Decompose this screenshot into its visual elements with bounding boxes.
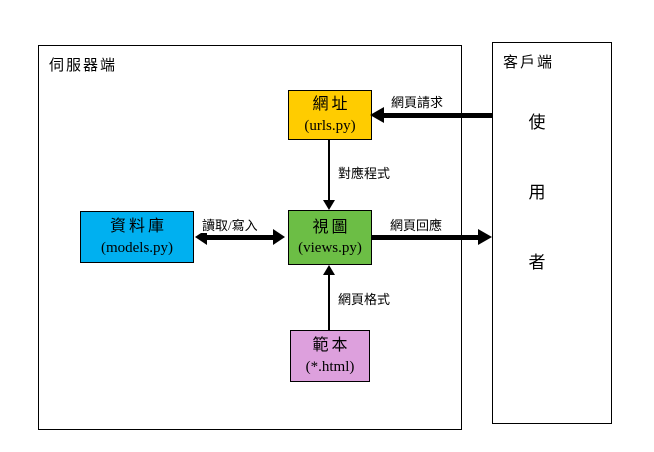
models-node-title: 資料庫 — [109, 218, 167, 236]
client-panel: 客戶端 使 用 者 — [492, 42, 612, 424]
models-node: 資料庫 (models.py) — [80, 211, 194, 263]
user-char-1: 使 — [528, 113, 546, 132]
request-arrow-label: 網頁請求 — [389, 95, 446, 110]
read-write-arrowhead-right-icon — [273, 229, 285, 245]
dispatch-arrow-line — [328, 140, 330, 202]
client-panel-label: 客戶端 — [503, 55, 555, 71]
models-node-subtitle: (models.py) — [100, 239, 174, 256]
views-node: 視圖 (views.py) — [288, 210, 372, 265]
response-arrow-label: 網頁回應 — [388, 218, 445, 233]
views-node-title: 視圖 — [312, 218, 351, 236]
user-char-3: 者 — [528, 253, 546, 272]
response-arrow-line — [372, 235, 478, 240]
render-arrow-label: 網頁格式 — [336, 292, 393, 307]
user-char-2: 用 — [528, 183, 546, 202]
request-arrow-line — [382, 113, 492, 118]
server-panel-label: 伺服器端 — [49, 58, 118, 74]
dispatch-arrowhead-down-icon — [323, 200, 335, 210]
read-write-arrow-label: 讀取/寫入 — [200, 218, 260, 233]
response-arrowhead-right-icon — [478, 229, 492, 245]
dispatch-arrow-label: 對應程式 — [336, 166, 393, 181]
template-node: 範本 (*.html) — [290, 330, 370, 382]
template-node-subtitle: (*.html) — [305, 358, 355, 375]
read-write-arrow-line — [207, 235, 273, 240]
request-arrowhead-left-icon — [370, 107, 384, 123]
urls-node: 網址 (urls.py) — [288, 90, 372, 140]
views-node-subtitle: (views.py) — [298, 240, 362, 257]
read-write-arrowhead-left-icon — [195, 229, 207, 245]
render-arrowhead-up-icon — [323, 265, 335, 275]
urls-node-title: 網址 — [312, 96, 351, 114]
template-node-title: 範本 — [312, 337, 351, 355]
render-arrow-line — [328, 273, 330, 330]
urls-node-subtitle: (urls.py) — [304, 117, 356, 134]
